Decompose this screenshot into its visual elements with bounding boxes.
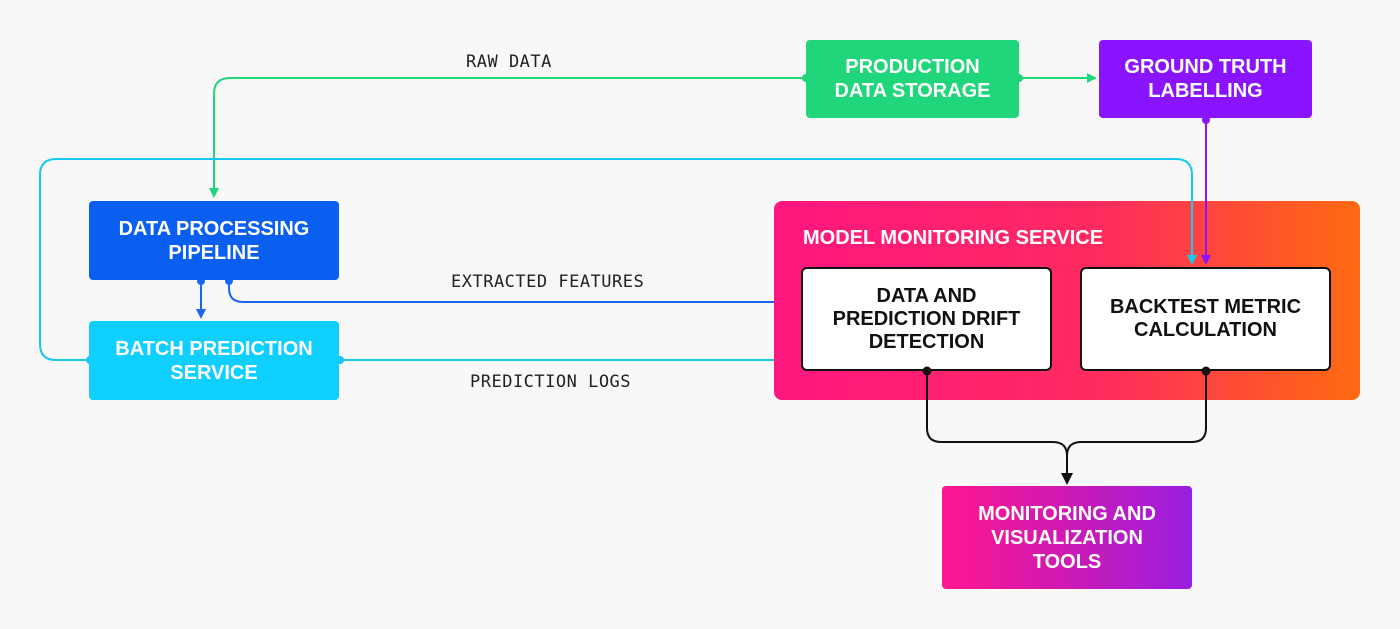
monitoring-visualization-tools-node[interactable]: MONITORING AND VISUALIZATION TOOLS bbox=[942, 486, 1192, 589]
raw-data-edge bbox=[209, 77, 806, 198]
extracted-features-label: EXTRACTED FEATURES bbox=[451, 272, 645, 292]
production-data-storage-node[interactable]: PRODUCTION DATA STORAGE bbox=[806, 40, 1019, 118]
batch-to-backtest-edge bbox=[39, 158, 1197, 361]
drift-detection-node[interactable]: DATA AND PREDICTION DRIFT DETECTION bbox=[801, 267, 1052, 371]
batch-prediction-service-node[interactable]: BATCH PREDICTION SERVICE bbox=[89, 321, 339, 400]
prediction-logs-label: PREDICTION LOGS bbox=[470, 372, 632, 392]
group-title: MODEL MONITORING SERVICE bbox=[803, 227, 1104, 249]
raw-data-label: RAW DATA bbox=[466, 52, 552, 72]
extracted-features-edge bbox=[228, 281, 798, 307]
ground-truth-labelling-node[interactable]: GROUND TRUTH LABELLING bbox=[1099, 40, 1312, 118]
data-processing-pipeline-node[interactable]: DATA PROCESSING PIPELINE bbox=[89, 201, 339, 280]
backtest-node[interactable]: BACKTEST METRIC CALCULATION bbox=[1080, 267, 1331, 371]
